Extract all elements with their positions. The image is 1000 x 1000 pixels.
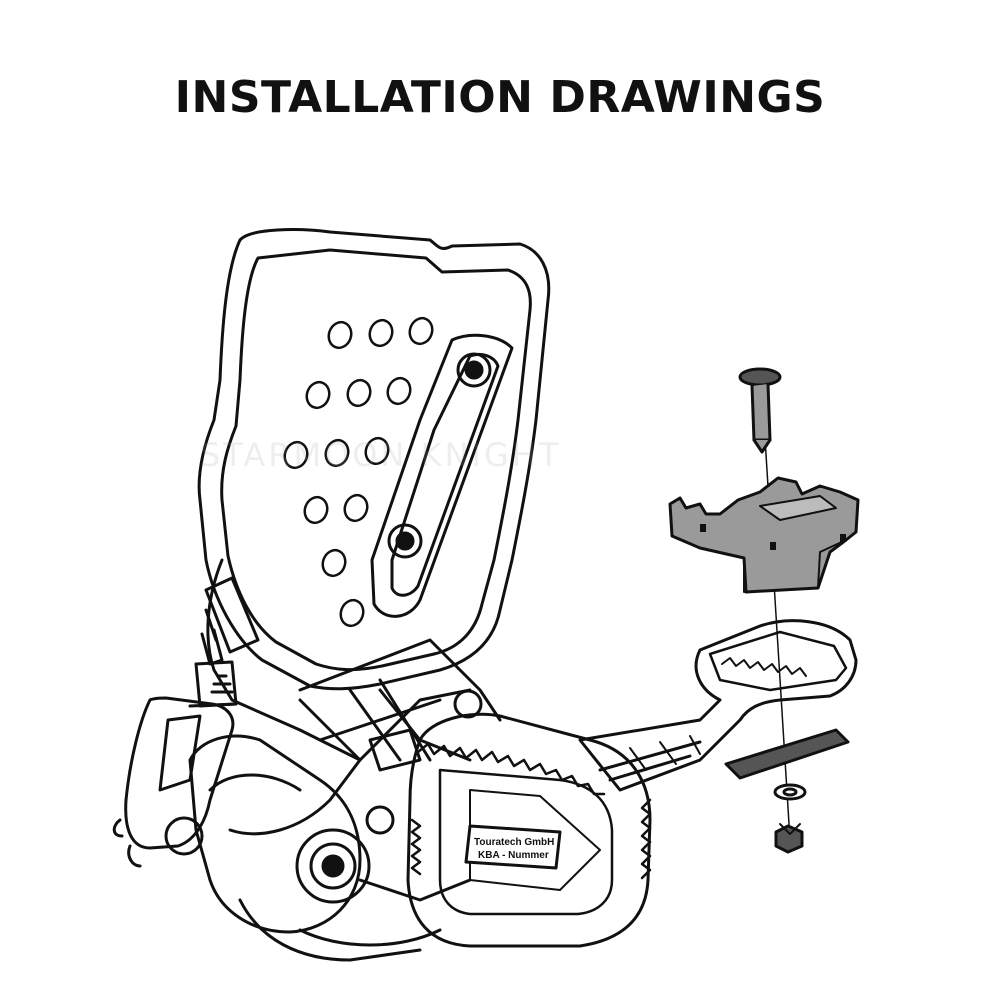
hex-nut: [774, 824, 804, 854]
vent-holes: [283, 316, 434, 628]
spacer-plate: [724, 728, 850, 780]
shock-linkage: [112, 576, 260, 868]
peg-top-block: [668, 476, 860, 594]
washer: [773, 783, 807, 801]
plate-line-2: KBA - Nummer: [478, 850, 549, 861]
footpeg: [368, 712, 652, 948]
frame-bracket: [188, 558, 502, 962]
plate-line-1: Touratech GmbH: [474, 837, 554, 848]
watermark: STARMOON KNIGHT: [200, 436, 562, 474]
footpeg-lever: [578, 619, 858, 792]
page-title: INSTALLATION DRAWINGS: [174, 72, 826, 123]
torx-bolt: [738, 367, 782, 454]
exploded-hardware: [668, 367, 860, 854]
